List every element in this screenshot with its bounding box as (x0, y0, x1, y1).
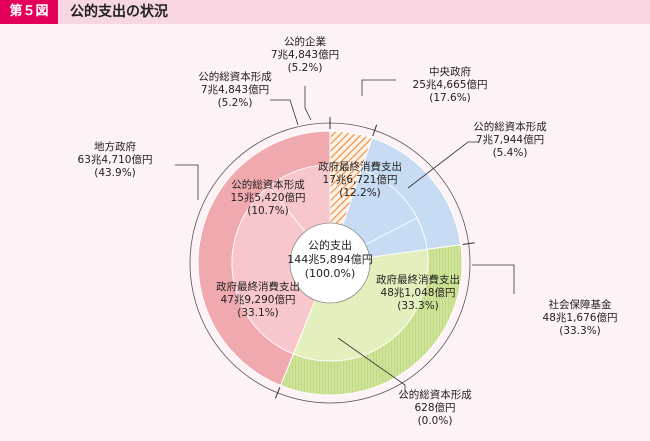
header-bar (0, 0, 650, 24)
leader-central-gov-capital (407, 141, 478, 189)
center-hole (289, 222, 371, 304)
leader-local-gov (175, 164, 199, 200)
leader-social-security (472, 264, 515, 294)
leader-public-corp (304, 86, 312, 121)
leader-public-corp-capital (270, 99, 299, 126)
leader-social-capital (337, 337, 406, 395)
segment-divider-tick (372, 124, 378, 137)
figure-title: 公的支出の状況 (70, 4, 168, 20)
leader-central-gov (361, 79, 396, 96)
segment-divider-tick (274, 387, 281, 399)
figure-number-badge: 第５図 (0, 0, 58, 24)
segment-divider-tick (462, 242, 475, 245)
